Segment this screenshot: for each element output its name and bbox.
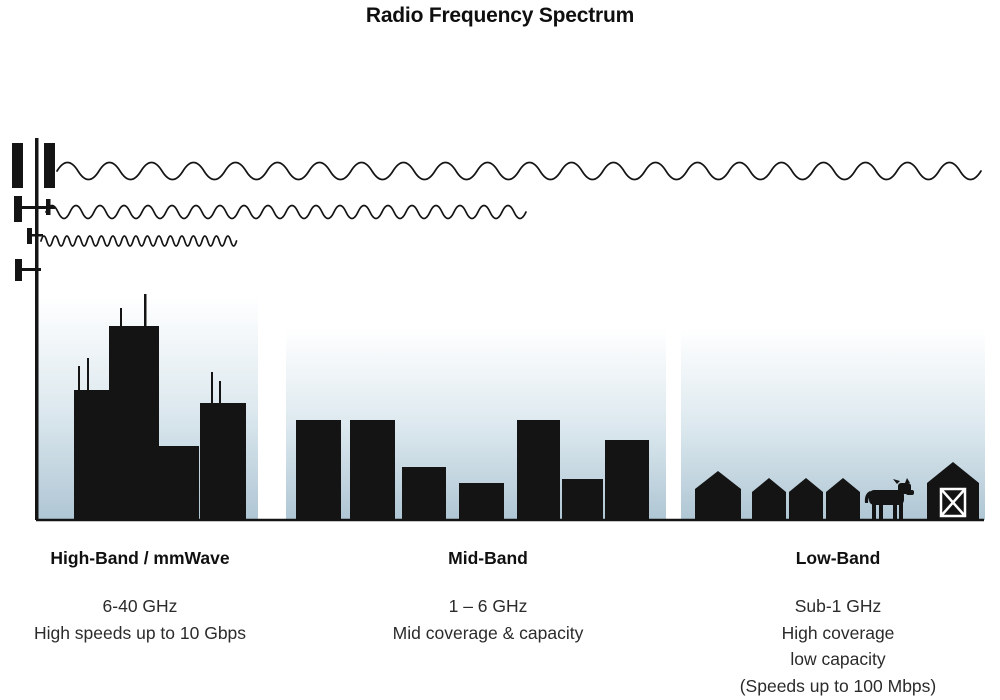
high-band-label-group: High-Band / mmWave 6-40 GHz High speeds … [15,548,265,646]
band-desc-low-3: (Speeds up to 100 Mbps) [739,675,937,696]
high-band-wave [40,235,238,247]
band-desc-low-2: low capacity [790,649,886,669]
low-band-wave [56,161,982,181]
band-name-high: High-Band / mmWave [50,548,230,568]
low-band-label-group: Low-Band Sub-1 GHz High coverage low cap… [688,548,988,699]
band-desc-low-1: High coverage [781,622,895,643]
diagram-title: Radio Frequency Spectrum [365,4,635,27]
band-desc-high: High speeds up to 10 Gbps [33,622,247,643]
band-desc-mid: Mid coverage & capacity [392,622,584,643]
mid-band-skyline-silhouette [296,420,649,520]
band-name-low: Low-Band [795,548,881,568]
house-icon [789,478,823,520]
house-icon [752,478,786,520]
cell-tower-icon [12,138,55,520]
cow-icon [864,478,914,519]
band-frequency-high: 6-40 GHz [102,596,178,616]
low-band-rural-silhouette [695,462,979,520]
mid-band-label-group: Mid-Band 1 – 6 GHz Mid coverage & capaci… [338,548,638,646]
mid-band-wave [45,204,527,220]
band-frequency-low: Sub-1 GHz [794,596,882,616]
band-frequency-mid: 1 – 6 GHz [448,596,528,616]
barn-icon [927,462,979,520]
house-icon [826,478,860,520]
spectrum-scene [12,138,985,522]
house-icon [695,471,741,520]
band-name-mid: Mid-Band [448,548,528,568]
high-band-city-silhouette [74,294,246,520]
